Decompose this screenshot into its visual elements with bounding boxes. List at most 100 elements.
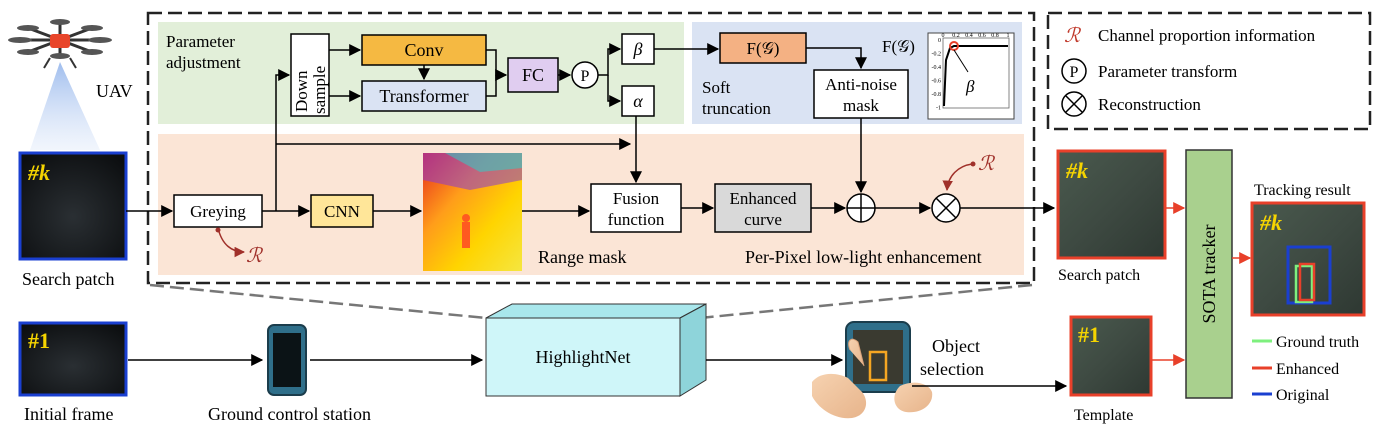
uav-drone-icon [8, 19, 112, 150]
conv-label: Conv [404, 40, 443, 60]
legend-p-symbol: P [1070, 64, 1079, 81]
plot-tick-x: 0.6 [978, 33, 986, 39]
plot-tick-y: -0.6 [932, 79, 942, 85]
hand-tablet-icon [812, 321, 933, 419]
object-selection-line2: selection [920, 359, 984, 379]
downsample-line2: sample [310, 66, 329, 114]
cnn-label: CNN [324, 202, 360, 221]
alpha-box [621, 85, 655, 117]
enhanced-bbox [1298, 262, 1316, 302]
fusion-line2: function [608, 210, 665, 229]
fusion-line1: Fusion [613, 189, 660, 208]
beta-pointer [953, 49, 969, 73]
range-mask-image [423, 153, 522, 271]
r-symbol-greying: ℛ [246, 245, 264, 267]
r-symbol-reconstruction: ℛ [978, 153, 996, 175]
plot-tick-x: 1 [1007, 33, 1010, 39]
enhanced-search-patch-image [1056, 149, 1167, 260]
template-image [1069, 315, 1153, 397]
alpha-symbol: α [633, 91, 643, 111]
antinoise-line2: mask [843, 96, 879, 115]
transformer-box [361, 80, 487, 112]
p-symbol: P [581, 68, 590, 85]
r-arrow-reconstruction [942, 163, 973, 192]
tracking-result-image [1250, 201, 1366, 317]
template-index: #1 [1078, 322, 1100, 347]
ground-station-label: Ground control station [208, 404, 371, 424]
fusion-box [590, 183, 682, 233]
fg-box-label: F(𝒢) [747, 39, 780, 58]
legend-enhanced: Enhanced [1276, 361, 1339, 378]
plot-beta-symbol: β [965, 77, 975, 96]
tracking-result-index: #k [1259, 210, 1282, 235]
ground-truth-bbox [1294, 264, 1314, 304]
legend-r-symbol: ℛ [1064, 25, 1082, 47]
initial-frame-index: #1 [28, 328, 50, 353]
search-patch-image [18, 151, 128, 261]
plot-tick-y: -0.4 [932, 65, 942, 71]
legend-box [1046, 11, 1372, 131]
legend-channel-proportion: Channel proportion information [1098, 26, 1316, 45]
plot-tick-y: -0.2 [932, 52, 942, 58]
highlightnet-box [485, 303, 707, 397]
reconstruction-node [931, 193, 961, 223]
legend-original: Original [1276, 387, 1330, 404]
highlightnet-label: HighlightNet [536, 347, 631, 367]
arrow-fg-antinoise [806, 47, 867, 70]
plot-tick-x: 0.8 [991, 33, 999, 39]
legend-parameter-transform: Parameter transform [1098, 62, 1237, 81]
fc-box [507, 57, 559, 93]
downsample-line1: Down [292, 70, 311, 112]
arrow-p-alpha [607, 75, 622, 107]
arrow-transformer-fc [486, 75, 497, 97]
zoom-line-left [149, 283, 487, 320]
template-label: Template [1074, 407, 1133, 424]
sota-tracker-label: SOTA tracker [1199, 224, 1219, 323]
downsample-box [290, 33, 330, 117]
legend-ground-truth: Ground truth [1276, 334, 1359, 351]
tablet-icon [267, 324, 307, 396]
transformer-label: Transformer [379, 86, 468, 106]
param-title-line2: adjustment [166, 53, 241, 72]
plot-tick-y: 0 [938, 38, 941, 44]
arrow-greying-downsample [275, 69, 291, 211]
range-mask-label: Range mask [538, 247, 626, 267]
fc-label: FC [522, 65, 544, 85]
soft-title-line2: truncation [702, 99, 771, 118]
antinoise-box [813, 69, 909, 119]
beta-symbol: β [633, 39, 643, 59]
object-selection-line1: Object [932, 336, 980, 356]
greying-label: Greying [190, 202, 246, 221]
highlightnet-zoom-frame [146, 11, 1036, 285]
enhanced-search-index: #k [1065, 158, 1088, 183]
initial-frame-image [18, 321, 128, 397]
enhanced-line1: Enhanced [729, 189, 797, 208]
param-title-line1: Parameter [166, 32, 235, 51]
enhanced-line2: curve [744, 210, 782, 229]
soft-title-line1: Soft [702, 78, 731, 97]
arrow-conv-fc [486, 49, 508, 81]
plot-tick-x: 0.4 [965, 33, 973, 39]
legend-p-icon [1061, 58, 1087, 84]
plot-tick-y: -1 [936, 106, 941, 112]
legend-reconstruction-icon [1061, 91, 1087, 117]
fg-box [719, 32, 807, 64]
enhanced-search-label: Search patch [1058, 267, 1140, 284]
fg-plot-label: F(𝒢) [882, 37, 915, 56]
conv-box [361, 34, 487, 66]
plot-tick-y: -0.8 [932, 92, 942, 98]
sota-tracker-box [1185, 149, 1233, 399]
initial-frame-label: Initial frame [24, 404, 113, 424]
perpixel-title: Per-Pixel low-light enhancement [745, 247, 982, 267]
uav-label: UAV [96, 81, 133, 101]
search-patch-label: Search patch [22, 269, 114, 289]
plot-tick-x: 0 [942, 33, 945, 39]
tracking-result-title: Tracking result [1254, 182, 1351, 199]
zoom-line-right [699, 283, 1033, 320]
antinoise-line1: Anti-noise [825, 75, 897, 94]
search-patch-index: #k [27, 160, 50, 185]
legend-reconstruction: Reconstruction [1098, 95, 1201, 114]
